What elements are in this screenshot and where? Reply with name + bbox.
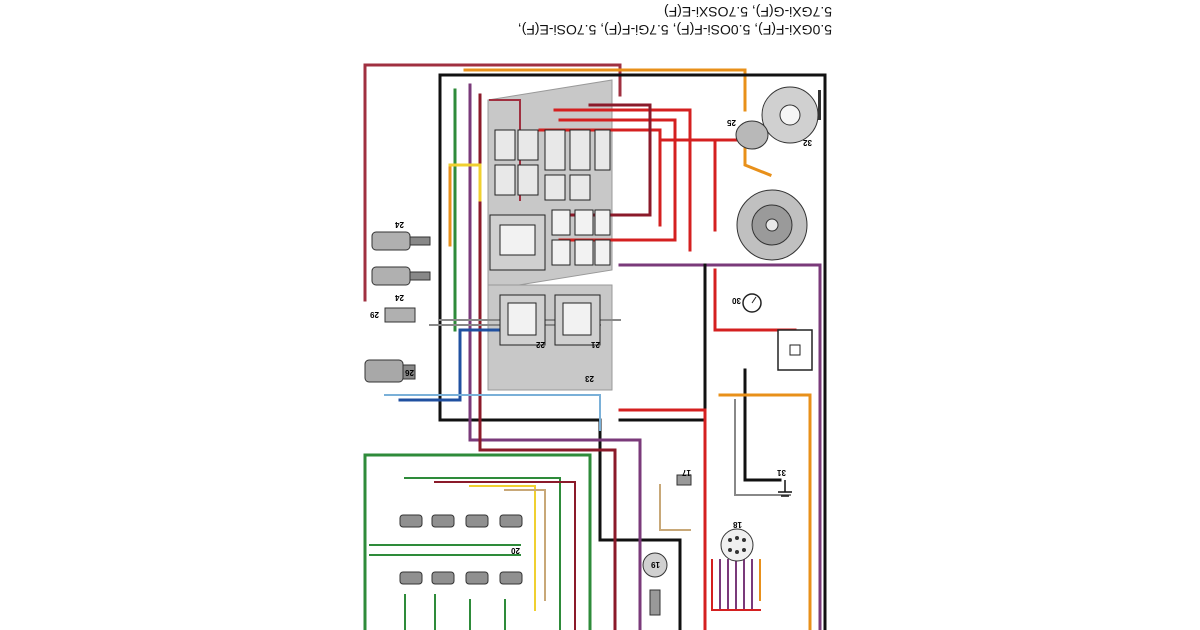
ignition-coil — [735, 120, 769, 150]
starter-solenoid — [761, 86, 821, 144]
relay-block-mid — [489, 209, 611, 271]
wire-red-1 — [553, 108, 692, 252]
wire-light-blue — [384, 394, 601, 431]
wire-black-right — [618, 263, 707, 422]
wire-maroon-left — [478, 93, 617, 630]
label-fuse-gauge: 30 — [732, 296, 741, 305]
fuse-gauge — [742, 293, 762, 313]
wire-harness-multi — [719, 559, 753, 611]
wire-red-battery — [713, 268, 797, 332]
connector-plug — [720, 528, 754, 562]
sensor-left-c — [384, 307, 416, 323]
label-relay-b: 21 — [591, 340, 600, 349]
label-sensor-c: 29 — [370, 310, 379, 319]
sensor-left-b — [371, 266, 431, 286]
wire-gray-right — [734, 399, 791, 496]
component-labels: 25 32 30 24 24 29 26 23 22 21 20 19 18 3… — [370, 118, 812, 569]
distributor — [642, 552, 668, 616]
sensor-left-a — [371, 231, 431, 251]
wire-yellow-mid — [448, 163, 482, 202]
alternator — [736, 189, 808, 261]
fuse-block-upper — [494, 129, 611, 201]
label-sensor-a: 24 — [395, 220, 404, 229]
wire-red-2 — [558, 118, 677, 242]
label-starter-solenoid: 32 — [803, 138, 812, 147]
wire-black-battery — [743, 368, 782, 482]
label-distributor: 19 — [651, 560, 660, 569]
label-sensor-b: 24 — [395, 293, 404, 302]
label-relay-block: 23 — [585, 374, 594, 383]
wire-harness-red — [711, 559, 761, 611]
wire-black-top — [438, 73, 827, 630]
wire-blue — [398, 328, 522, 402]
wire-tan-injector — [504, 489, 546, 601]
label-knock-sensor: 17 — [682, 468, 691, 477]
wire-maroon-outer — [363, 63, 622, 302]
label-injector-bank: 20 — [511, 546, 520, 555]
wire-tan-knock — [659, 484, 691, 531]
wire-purple-right — [618, 263, 822, 630]
wire-red-4 — [658, 138, 717, 232]
ground-symbol — [778, 480, 792, 497]
relay-block-lower — [499, 294, 601, 346]
label-ignition-coil: 25 — [727, 118, 736, 127]
wire-group — [363, 63, 827, 630]
wire-red-lower — [618, 408, 707, 630]
sensor-left-d — [364, 359, 416, 383]
wire-orange-top — [463, 68, 747, 112]
injector-bank-lower — [399, 571, 523, 585]
label-connector-plug: 18 — [733, 520, 742, 529]
wire-green-bank — [369, 544, 521, 556]
label-ground: 31 — [777, 468, 786, 477]
wire-green-bank-lower — [404, 594, 506, 630]
knock-sensor — [676, 474, 692, 486]
label-sensor-d: 26 — [405, 368, 414, 377]
label-relay-a: 22 — [536, 340, 545, 349]
wire-yellow-injector — [469, 485, 536, 611]
wire-maroon-injector — [434, 481, 576, 630]
wire-purple-left — [468, 83, 642, 630]
wire-green-long — [363, 453, 592, 630]
battery — [777, 329, 813, 371]
injector-bank-upper — [399, 514, 523, 528]
wire-orange-right — [718, 393, 812, 630]
wire-green-injector — [404, 477, 561, 630]
